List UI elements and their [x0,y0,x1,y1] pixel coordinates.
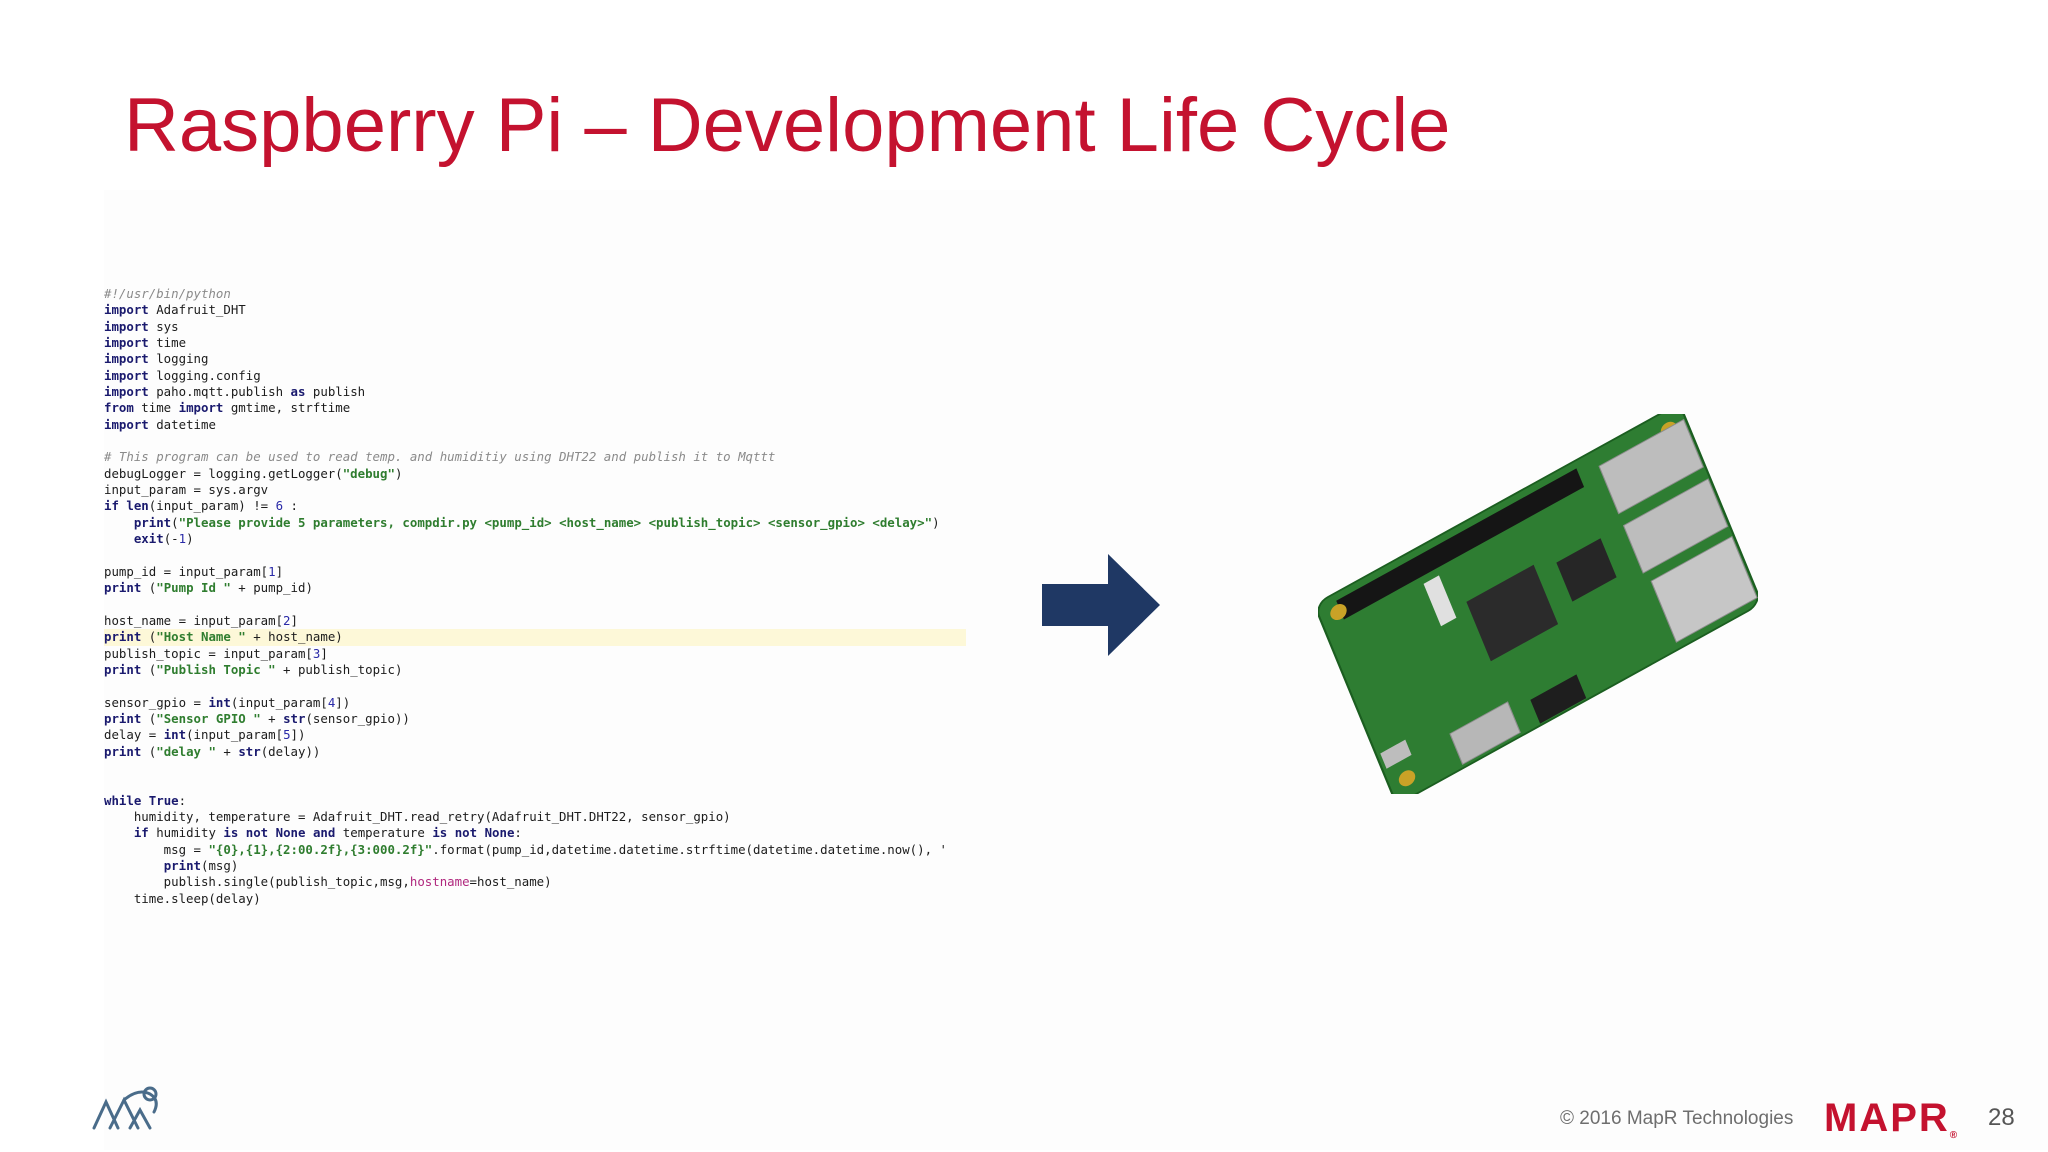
code-line [104,548,966,564]
code-line: print(msg) [163,858,239,874]
code-line: debugLogger = logging.getLogger("debug") [104,465,403,481]
code-line [104,433,966,449]
code-line: publish.single(publish_topic,msg,hostnam… [104,874,552,890]
code-line: import time [104,335,187,351]
mapr-logo: MAPR® [1824,1096,1957,1141]
code-line: # This program can be used to read temp.… [104,449,776,465]
page-number: 28 [1988,1104,2015,1131]
code-line: if humidity is not None and temperature … [133,825,522,841]
code-line [104,760,966,776]
code-line: print("Please provide 5 parameters, comp… [133,514,940,530]
code-line: pump_id = input_param[1] [104,563,284,579]
arrow-shape [1042,554,1160,656]
code-line: if len(input_param) != 6 : [104,498,298,514]
code-line: print ("Pump Id " + pump_id) [104,580,313,596]
code-line: host_name = input_param[2] [104,612,298,628]
code-line: humidity, temperature = Adafruit_DHT.rea… [104,809,731,824]
code-line: exit(-1) [133,531,194,547]
code-line: #!/usr/bin/python [104,286,231,301]
code-line: import logging.config [104,367,261,383]
mapr-logo-text: MAPR [1824,1096,1950,1140]
code-line: import sys [104,318,179,334]
code-line: print ("delay " + str(delay)) [104,743,321,759]
code-line [104,678,966,694]
code-line: while True: [104,792,187,808]
code-line: sensor_gpio = int(input_param[4]) [104,694,351,710]
code-line: import paho.mqtt.publish as publish [104,384,366,400]
elephant-logo-icon [92,1086,158,1130]
code-line: import datetime [104,416,216,432]
code-line: import logging [104,351,209,367]
code-line: time.sleep(delay) [104,890,261,906]
code-line: publish_topic = input_param[3] [104,645,328,661]
slide-title: Raspberry Pi – Development Life Cycle [124,83,1451,168]
footer-copyright: © 2016 MapR Technologies [1560,1108,1794,1129]
code-line [104,597,966,613]
code-line: import Adafruit_DHT [104,302,246,318]
raspberry-pi-board-image [1318,414,1758,794]
code-line [104,776,966,792]
mapr-registered-mark: ® [1949,1130,1958,1141]
code-line: print ("Publish Topic " + publish_topic) [104,661,403,677]
code-line: delay = int(input_param[5]) [104,727,306,743]
code-line: print ("Sensor GPIO " + str(sensor_gpio)… [104,710,410,726]
code-line: from time import gmtime, strftime [104,400,351,416]
code-line: msg = "{0},{1},{2:00.2f},{3:000.2f}".for… [104,841,947,857]
content-panel [104,190,2048,1150]
code-line: print ("Host Name " + host_name) [104,629,966,646]
right-arrow-icon [1042,554,1160,656]
code-line: input_param = sys.argv [104,482,269,498]
